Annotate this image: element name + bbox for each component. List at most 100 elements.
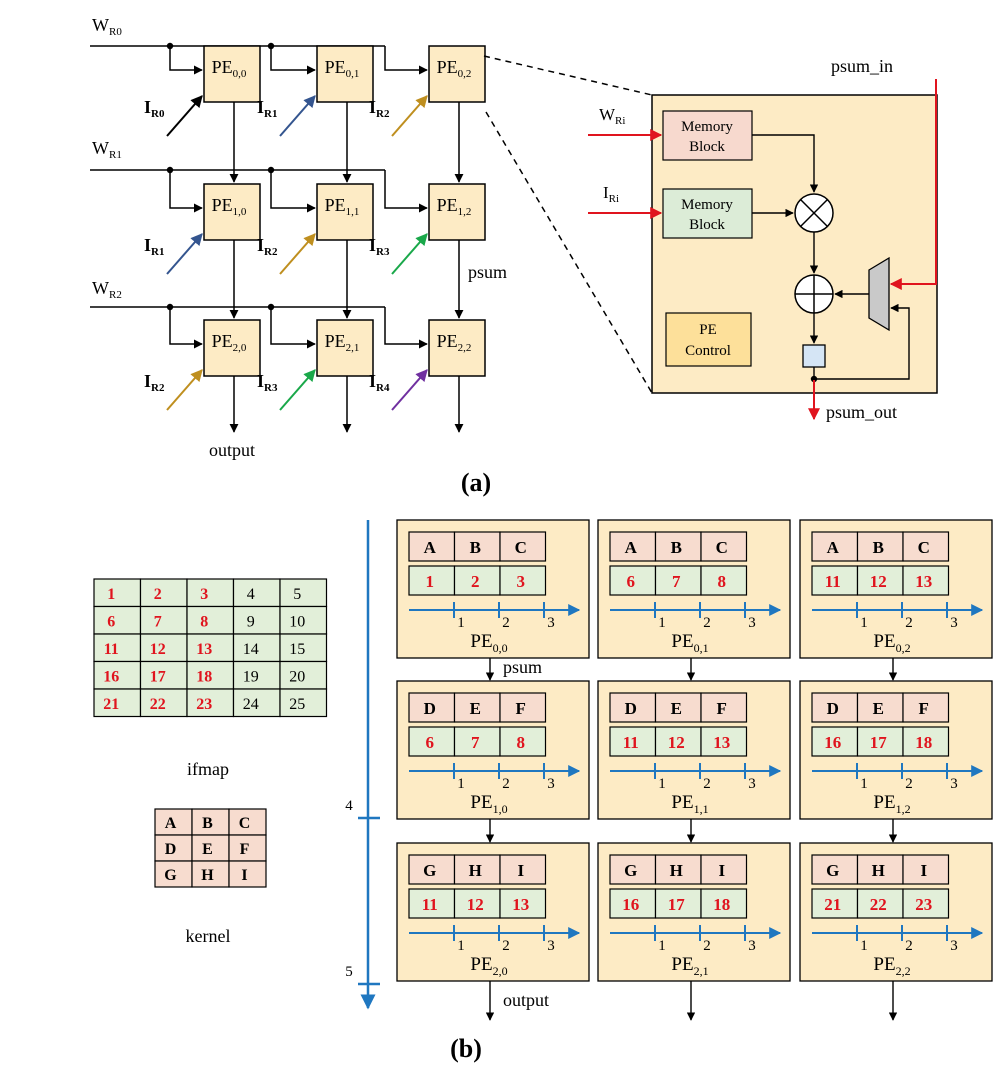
pe-input-cell-0-2-1 (856, 565, 904, 596)
psum-label: psum (468, 262, 507, 282)
pe-input-value-0-1-1: 7 (672, 572, 681, 591)
pe-input-value-2-1-1: 17 (668, 895, 686, 914)
kernel-value-1-1: E (202, 841, 213, 858)
pe-input-value-0-1-0: 6 (627, 572, 636, 591)
weight-wire-1-2 (384, 170, 428, 213)
ifmap-value-0-4: 5 (293, 586, 301, 603)
ifmap-cell-1-4 (279, 605, 328, 635)
kernel-cell-2-2 (228, 860, 267, 888)
pe-kernel-value-2-0-0: G (423, 861, 436, 880)
pe-kernel-value-0-0-0: A (424, 538, 437, 557)
pe-box-label-2-0: PE2,0 (470, 954, 507, 978)
pe-input-cell-2-0-0 (408, 888, 456, 919)
pe-input-cell-0-0-0 (408, 565, 456, 596)
pe-step-label-0-1-0: 1 (658, 615, 666, 631)
ifmap-value-1-0: 6 (107, 614, 115, 631)
kernel-value-2-0: G (164, 867, 177, 884)
ifmap-cell-1-2 (186, 605, 235, 635)
zoom-line-bottom (485, 111, 653, 394)
pe-kernel-value-2-2-2: I (920, 861, 927, 880)
pe-label-1-1: PE1,1 (325, 195, 360, 218)
weight-wire-1-0 (169, 170, 203, 213)
pe-input-value-1-1-2: 13 (713, 733, 730, 752)
pe-kernel-value-1-0-0: D (424, 699, 436, 718)
pe-step-label-1-2-0: 1 (860, 776, 868, 792)
input-arrow-1-0 (166, 233, 203, 275)
ifmap-label: ifmap (187, 759, 229, 779)
weight-wire-0-1 (270, 46, 316, 75)
input-label-2-2: IR4 (369, 371, 390, 394)
input-label-1-2: IR3 (369, 235, 390, 258)
pe-input-cell-0-1-2 (700, 565, 748, 596)
pe-kernel-value-1-0-2: F (516, 699, 526, 718)
pe-step-label-0-2-0: 1 (860, 615, 868, 631)
pe-kernel-value-1-1-2: F (717, 699, 727, 718)
kernel-cell-1-1 (191, 834, 230, 862)
pe-box-label-1-2: PE1,2 (873, 792, 910, 816)
pe-input-cell-0-0-1 (453, 565, 501, 596)
register-icon (802, 344, 826, 368)
pe-detail: Memory Block Memory Block PE Control WRi… (483, 55, 938, 422)
pe-kernel-value-2-1-1: H (670, 861, 683, 880)
pe-input-value-2-1-2: 18 (713, 895, 730, 914)
pe-input-value-2-0-2: 13 (512, 895, 529, 914)
pe-input-value-1-2-0: 16 (824, 733, 841, 752)
ifmap-value-2-2: 13 (196, 641, 212, 658)
input-arrow-0-1 (279, 95, 316, 137)
pe-step-label-1-0-2: 3 (547, 776, 555, 792)
input-label-2-1: IR3 (257, 371, 278, 394)
pe-0-1 (316, 45, 374, 103)
ifmap-cell-4-4 (279, 688, 328, 718)
wire-feedback (813, 303, 910, 380)
pe-label-0-0: PE0,0 (212, 57, 247, 80)
wire-mem1-mult (752, 134, 819, 193)
pe-2-1 (316, 319, 374, 377)
pe-kernel-value-1-2-1: E (873, 699, 884, 718)
pe-kernel-value-0-0-1: B (470, 538, 481, 557)
weight-row-label-0: WR0 (92, 15, 122, 38)
mux-icon (868, 256, 890, 332)
weight-memory-label-2: Block (689, 139, 725, 155)
pe-label-1-0: PE1,0 (212, 195, 247, 218)
pe-kernel-cell-0-0-0 (408, 531, 456, 562)
pe-1-2 (428, 183, 486, 241)
kernel-value-2-1: H (201, 867, 214, 884)
pe-kernel-value-1-2-0: D (827, 699, 839, 718)
pe-kernel-value-1-1-0: D (625, 699, 637, 718)
pe-kernel-value-0-1-2: C (716, 538, 728, 557)
pe-input-value-1-1-1: 12 (668, 733, 685, 752)
pe-kernel-value-0-2-2: C (918, 538, 930, 557)
pe-kernel-value-1-1-1: E (671, 699, 682, 718)
weight-wire-2-1 (270, 307, 316, 349)
ifmap-value-3-1: 17 (150, 669, 166, 686)
caption-b: (b) (450, 1034, 482, 1063)
pe-input-value-1-2-2: 18 (915, 733, 932, 752)
pe-input-cell-1-0-2 (499, 726, 547, 757)
kernel-cell-2-1 (191, 860, 230, 888)
pe-input-cell-2-2-2 (902, 888, 950, 919)
pe-step-label-1-0-0: 1 (457, 776, 465, 792)
pe-step-label-2-0-0: 1 (457, 938, 465, 954)
pe-step-label-0-2-2: 3 (950, 615, 958, 631)
pe-input-value-1-1-0: 11 (623, 733, 639, 752)
pe-kernel-value-2-1-0: G (624, 861, 637, 880)
pe-input-cell-1-1-1 (654, 726, 702, 757)
kernel-value-0-1: B (202, 815, 213, 832)
pe-control-label-2: Control (685, 343, 731, 359)
pe-input-value-0-0-2: 3 (517, 572, 526, 591)
weight-row-label-1: WR1 (92, 138, 122, 161)
pe-kernel-value-2-2-0: G (826, 861, 839, 880)
pe-step-label-2-1-2: 3 (748, 938, 756, 954)
pe-input-cell-0-2-2 (902, 565, 950, 596)
pe-step-label-1-1-0: 1 (658, 776, 666, 792)
pe-kernel-value-0-1-0: A (625, 538, 638, 557)
ifmap-value-1-3: 9 (247, 614, 255, 631)
pe-kernel-cell-2-0-0 (408, 854, 456, 885)
pe-kernel-value-2-0-2: I (517, 861, 524, 880)
pe-control-label-1: PE (699, 322, 717, 338)
pe-kernel-cell-0-0-2 (499, 531, 547, 562)
ifmap-value-4-4: 25 (289, 696, 305, 713)
i-ri-label: IRi (603, 183, 619, 205)
weight-memory-block (662, 110, 753, 161)
